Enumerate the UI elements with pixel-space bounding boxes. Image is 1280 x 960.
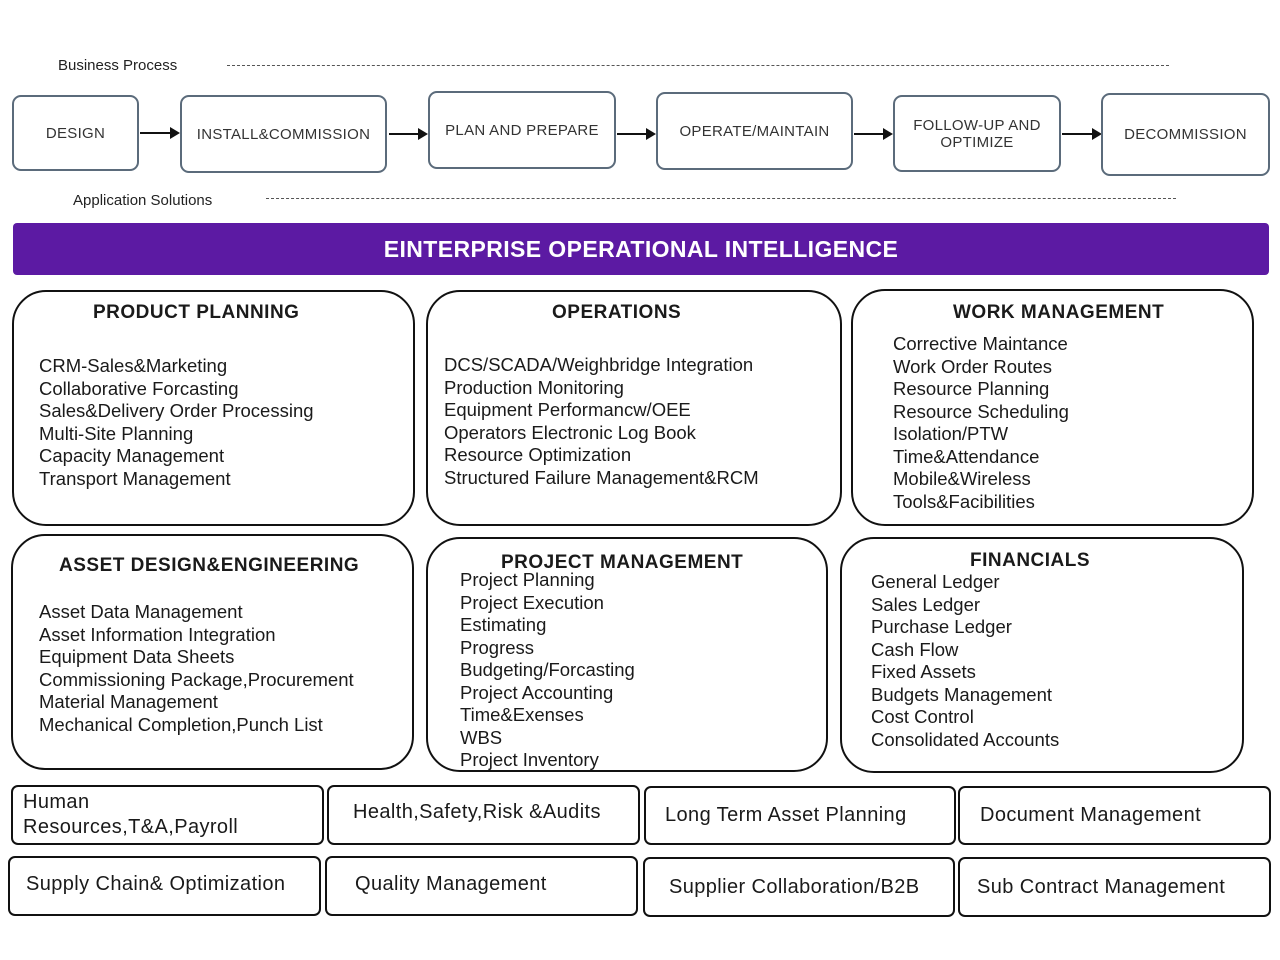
list-item: Cash Flow (871, 638, 959, 660)
list-item: Operators Electronic Log Book (444, 421, 696, 443)
arrow-right-icon (854, 128, 893, 140)
list-item: Structured Failure Management&RCM (444, 466, 759, 488)
module-title: PROJECT MANAGEMENT (501, 552, 744, 573)
list-item: Time&Attendance (893, 445, 1040, 467)
module-title: ASSET DESIGN&ENGINEERING (59, 555, 360, 576)
list-item: Resource Planning (893, 378, 1050, 399)
module-item-list: CRM-Sales&Marketing Collaborative Forcas… (39, 355, 314, 490)
list-item: Equipment Data Sheets (39, 646, 235, 667)
enterprise-banner: EINTERPRISE OPERATIONAL INTELLIGENCE (13, 223, 1269, 275)
list-item: Equipment Performancw/OEE (444, 399, 691, 420)
arrow-right-icon (140, 127, 180, 139)
module-item-list: Project Planning Project Execution Estim… (460, 569, 635, 772)
list-item: Asset Data Management (39, 601, 243, 622)
application-solutions-label: Application Solutions (73, 192, 213, 209)
tile-long-term-asset-planning[interactable]: Long Term Asset Planning (644, 786, 956, 845)
module-item-list: Corrective Maintance Work Order Routes R… (893, 333, 1069, 513)
tile-quality-management[interactable]: Quality Management (325, 856, 638, 916)
tile-label: Document Management (980, 804, 1202, 826)
list-item: Sales&Delivery Order Processing (39, 400, 314, 421)
list-item: Transport Management (39, 467, 231, 489)
arrow-right-icon (1062, 128, 1102, 140)
list-item: Budgeting/Forcasting (460, 659, 635, 680)
list-item: Multi-Site Planning (39, 422, 194, 444)
module-title: WORK MANAGEMENT (953, 302, 1165, 323)
step-plan-prepare[interactable]: PLAN AND PREPARE (428, 91, 616, 169)
list-item: Resource Optimization (444, 444, 632, 465)
module-item-list: DCS/SCADA/Weighbridge Integration Produc… (444, 354, 759, 489)
list-item: Purchase Ledger (871, 616, 1012, 637)
tile-supply-chain[interactable]: Supply Chain& Optimization (8, 856, 321, 916)
tile-label: Quality Management (355, 872, 547, 895)
list-item: Estimating (460, 614, 547, 635)
list-item: Time&Exenses (460, 704, 584, 725)
list-item: Fixed Assets (871, 661, 976, 682)
tile-label: Supply Chain& Optimization (26, 872, 286, 895)
module-project-management[interactable]: PROJECT MANAGEMENT Project Planning Proj… (426, 537, 828, 772)
list-item: WBS (460, 726, 503, 748)
application-solutions-divider (266, 198, 1176, 199)
tile-label: Supplier Collaboration/B2B (669, 875, 920, 898)
business-process-divider (227, 65, 1169, 66)
module-item-list: Asset Data Management Asset Information … (39, 601, 354, 736)
list-item: Work Order Routes (893, 355, 1053, 377)
list-item: Project Execution (460, 591, 604, 613)
list-item: Mobile&Wireless (893, 468, 1031, 489)
list-item: Tools&Facibilities (893, 490, 1035, 512)
step-operate-maintain[interactable]: OPERATE/MAINTAIN (656, 92, 853, 170)
tile-label: Long Term Asset Planning (665, 804, 907, 826)
module-product-planning[interactable]: PRODUCT PLANNING CRM-Sales&Marketing Col… (12, 290, 415, 526)
module-work-management[interactable]: WORK MANAGEMENT Corrective Maintance Wor… (851, 289, 1254, 526)
list-item: Resource Scheduling (893, 400, 1069, 422)
list-item: DCS/SCADA/Weighbridge Integration (444, 354, 754, 375)
module-financials[interactable]: FINANCIALS General Ledger Sales Ledger P… (840, 537, 1244, 773)
tile-human-resources[interactable]: Human Resources,T&A,Payroll (11, 785, 324, 845)
tile-sub-contract-management[interactable]: Sub Contract Management (958, 857, 1271, 917)
list-item: Material Management (39, 691, 218, 712)
tile-label: Health,Safety,Risk &Audits (353, 800, 601, 823)
step-install-commission[interactable]: INSTALL&COMMISSION (180, 95, 387, 173)
module-operations[interactable]: OPERATIONS DCS/SCADA/Weighbridge Integra… (426, 290, 842, 526)
business-process-label: Business Process (58, 57, 178, 74)
list-item: Project Inventory (460, 749, 599, 770)
list-item: Sales Ledger (871, 593, 981, 615)
arrow-right-icon (389, 128, 428, 140)
module-title: FINANCIALS (970, 550, 1091, 571)
list-item: Consolidated Accounts (871, 728, 1060, 750)
list-item: Capacity Management (39, 445, 225, 466)
tile-document-management[interactable]: Document Management (958, 786, 1271, 845)
list-item: Asset Information Integration (39, 623, 276, 645)
step-follow-up-optimize[interactable]: FOLLOW-UP AND OPTIMIZE (893, 95, 1061, 172)
list-item: Collaborative Forcasting (39, 377, 239, 399)
list-item: Mechanical Completion,Punch List (39, 713, 323, 735)
list-item: Corrective Maintance (893, 333, 1068, 354)
list-item: CRM-Sales&Marketing (39, 355, 228, 376)
list-item: Project Accounting (460, 681, 614, 703)
module-title: OPERATIONS (552, 302, 682, 323)
tile-supplier-collaboration[interactable]: Supplier Collaboration/B2B (643, 857, 955, 917)
list-item: Budgets Management (871, 683, 1053, 705)
list-item: General Ledger (871, 571, 1000, 592)
tile-label: Sub Contract Management (977, 875, 1226, 898)
module-item-list: General Ledger Sales Ledger Purchase Led… (871, 571, 1059, 751)
list-item: Isolation/PTW (893, 423, 1009, 444)
arrow-right-icon (617, 128, 656, 140)
list-item: Cost Control (871, 706, 974, 727)
step-decommission[interactable]: DECOMMISSION (1101, 93, 1270, 176)
list-item: Production Monitoring (444, 376, 624, 398)
list-item: Commissioning Package,Procurement (39, 668, 354, 690)
module-title: PRODUCT PLANNING (93, 302, 300, 323)
list-item: Project Planning (460, 569, 595, 590)
module-asset-design-engineering[interactable]: ASSET DESIGN&ENGINEERING Asset Data Mana… (11, 534, 414, 770)
list-item: Progress (460, 636, 535, 658)
tile-health-safety[interactable]: Health,Safety,Risk &Audits (327, 785, 640, 845)
tile-label: Human Resources,T&A,Payroll (23, 791, 239, 838)
step-design[interactable]: DESIGN (12, 95, 139, 171)
